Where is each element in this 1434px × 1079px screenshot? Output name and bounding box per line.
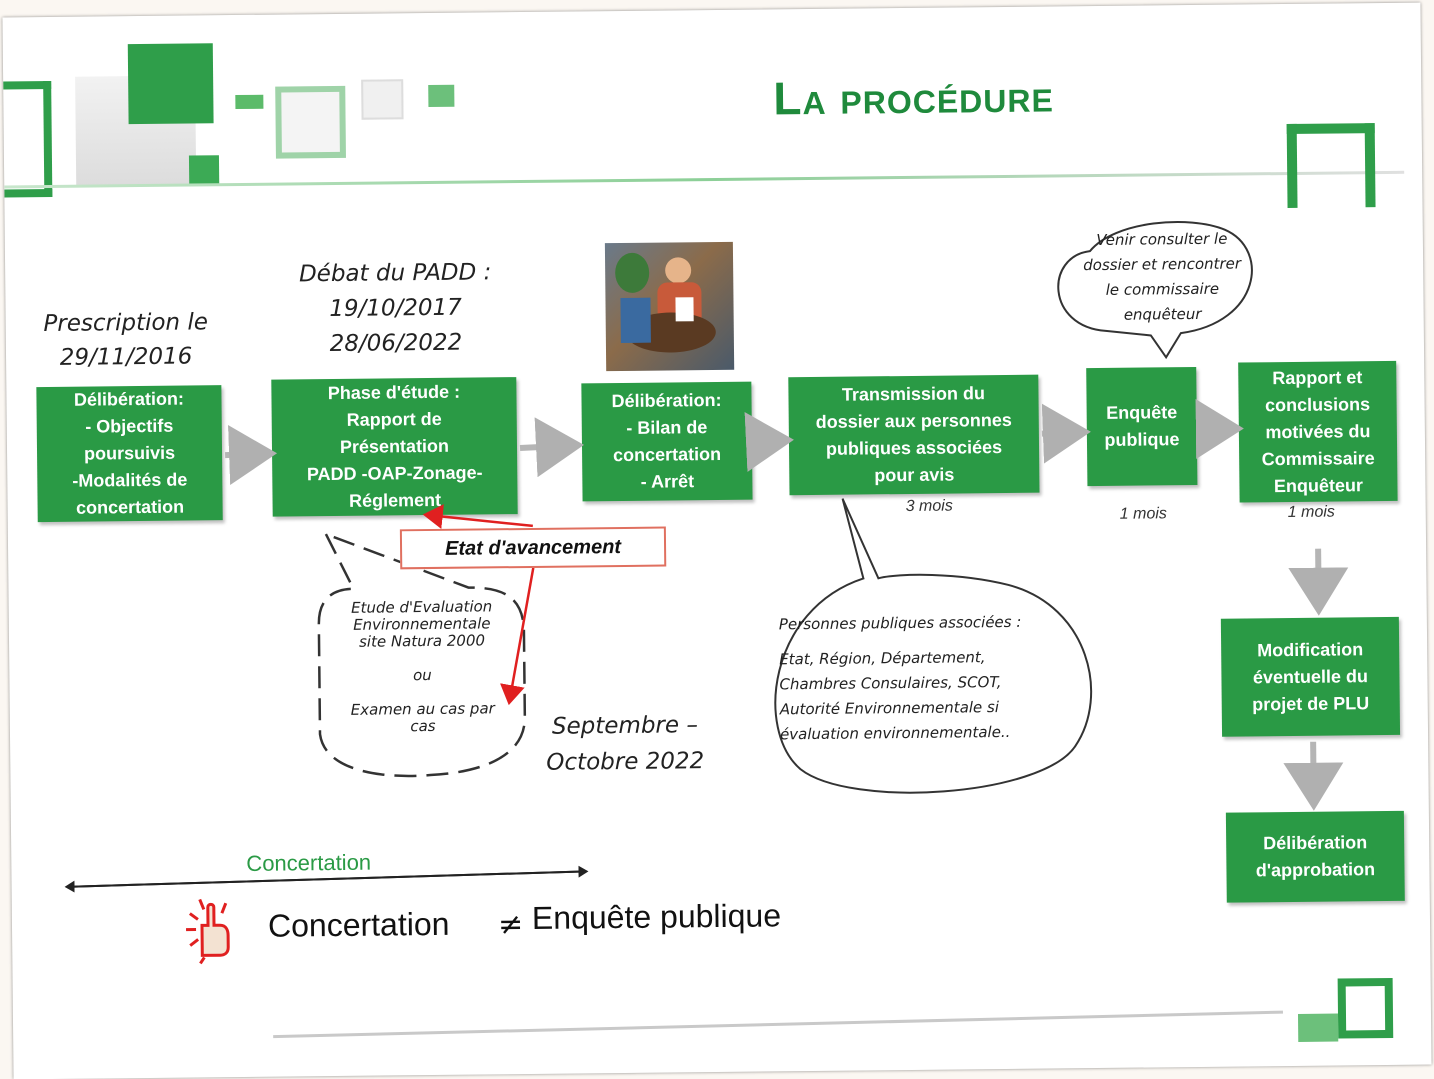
arrow-7 [1283,741,1344,811]
red-arrow-to-phase [422,504,533,530]
footer-decoration [1293,968,1404,1054]
arrow-3 [744,412,794,472]
flow-arrows [64,221,1349,1039]
etat-avancement-label: Etat d'avancement [399,526,667,570]
arrow-1 [224,425,278,485]
comparison-not-equal: ≠ [497,907,524,943]
concertation-label: Concertation [246,849,372,876]
arrow-6 [1288,548,1349,616]
arrow-4 [1041,403,1091,464]
red-arrow-to-evaluation [499,567,535,706]
comparison-right: Enquête publique [531,897,782,936]
bubble-evaluation-text: Etude d'Evaluation Environnementale site… [350,597,495,736]
bubble-consulter-text: Venir consulter le dossier et rencontrer… [1083,229,1242,324]
bubble-ppa-list: Etat, Région, Département, Chambres Cons… [779,648,1011,744]
bubble-evaluation-shape [317,531,527,778]
pointing-hand-icon [180,895,241,966]
bubble-ppa-shape [774,498,1093,794]
comparison-left: Concertation [267,905,450,944]
arrow-2 [519,417,584,478]
bubble-consulter-shape [1057,221,1253,360]
footer-line [273,1010,1284,1039]
bubble-ppa-title: Personnes publiques associées : [778,612,1022,634]
